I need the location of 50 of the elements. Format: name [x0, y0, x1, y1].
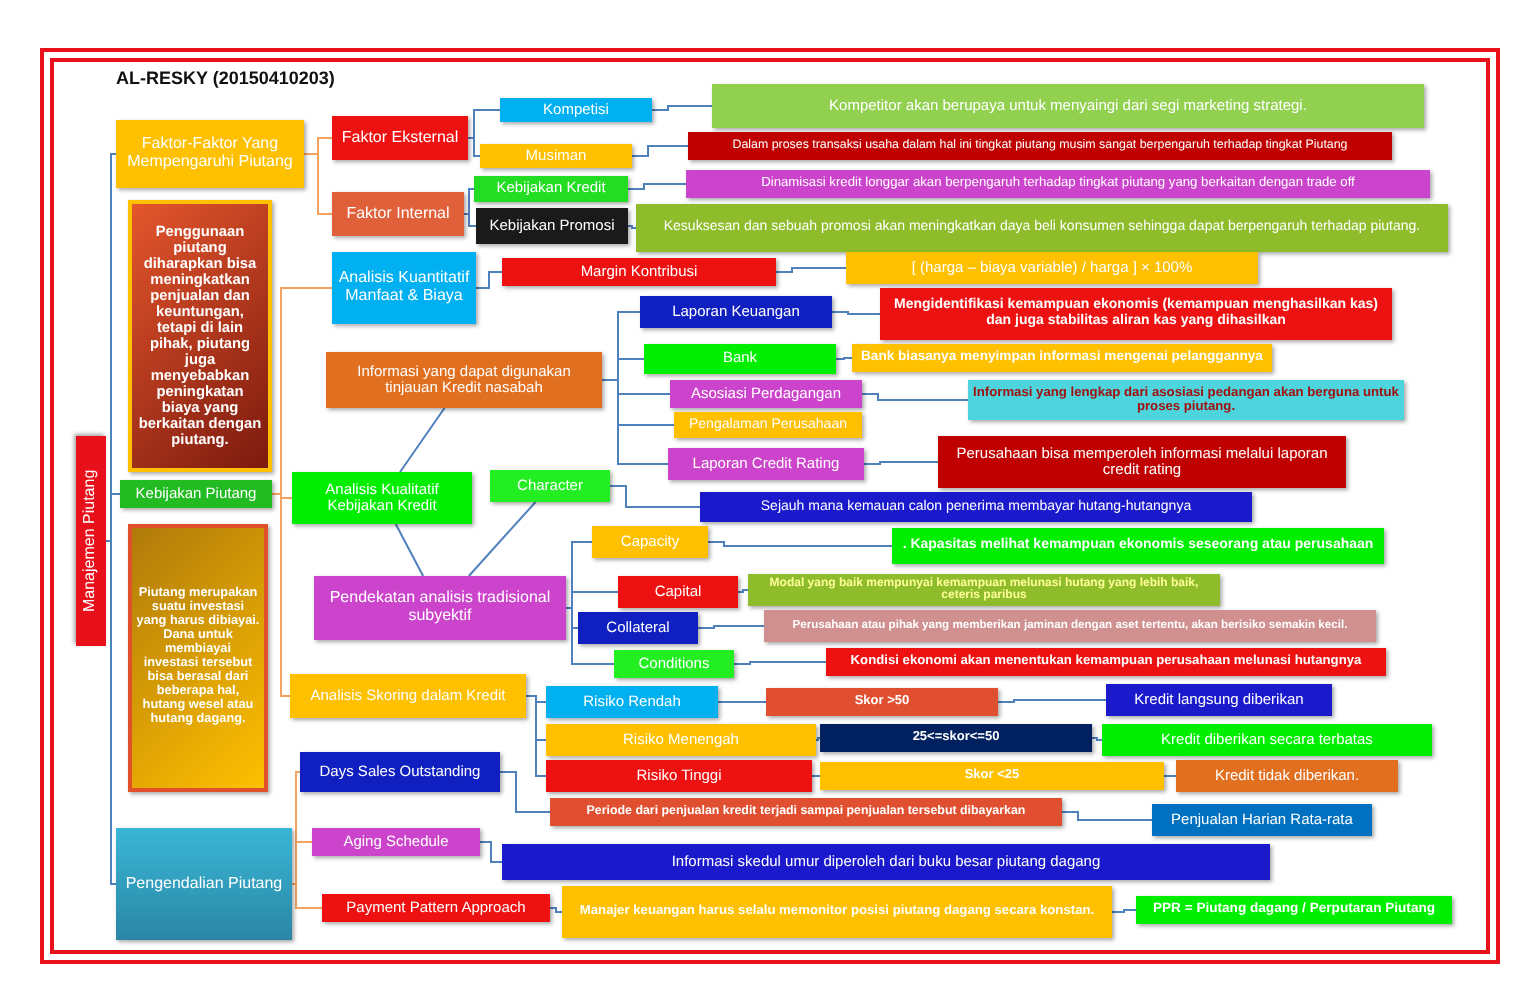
- connector-line: [463, 188, 475, 215]
- connector-line: [394, 523, 425, 577]
- connector-line: [737, 589, 749, 593]
- connector-line: [1061, 811, 1153, 821]
- connector-line: [631, 145, 689, 157]
- connector-line: [467, 501, 537, 577]
- topic-box: Faktor Eksternal: [332, 116, 468, 160]
- connector-line: [105, 540, 117, 885]
- connector-line: [831, 311, 881, 315]
- root-topic-box: Manajemen Piutang: [76, 436, 106, 646]
- connector-line: [271, 493, 291, 697]
- connector-line: [475, 271, 503, 289]
- connector-line: [399, 407, 446, 473]
- connector-line: [601, 379, 669, 465]
- connector-line: [733, 661, 827, 665]
- connector-line: [499, 771, 551, 813]
- connector-line: [565, 591, 619, 609]
- topic-box: Analisis Kuantitatif Manfaat & Biaya: [332, 252, 476, 324]
- connector-line: [861, 393, 969, 401]
- connector-line: [291, 841, 313, 885]
- connector-line: [549, 907, 563, 913]
- connector-line: [651, 105, 713, 111]
- connector-line: [1163, 775, 1177, 777]
- connector-line: [627, 225, 637, 229]
- topic-box: Pengendalian Piutang: [116, 828, 292, 940]
- connector-line: [717, 701, 767, 703]
- topic-box: Pendekatan analisis tradisional subyektif: [314, 576, 566, 640]
- connector-line: [609, 485, 701, 508]
- connector-line: [697, 625, 765, 629]
- connector-line: [1111, 909, 1137, 913]
- topic-box: Faktor-Faktor Yang Mempengaruhi Piutang: [116, 120, 304, 188]
- connector-line: [525, 695, 547, 777]
- connector-line: [835, 357, 853, 360]
- connector-line: [627, 183, 687, 190]
- connector-line: [863, 461, 939, 465]
- connector-line: [479, 841, 503, 863]
- connector-line: [565, 607, 615, 665]
- connector-line: [997, 699, 1107, 703]
- connector-line: [291, 883, 323, 909]
- connector-line: [303, 153, 333, 215]
- connector-line: [775, 267, 847, 273]
- connector-line: [707, 541, 893, 547]
- connector-line: [105, 493, 121, 542]
- topic-box: Faktor Internal: [332, 192, 464, 236]
- connector-line: [463, 213, 477, 227]
- connector-line: [467, 109, 501, 139]
- connector-line: [811, 775, 821, 777]
- connector-line: [467, 137, 481, 157]
- diagram-title: AL-RESKY (20150410203): [116, 68, 335, 88]
- connector-line: [1091, 737, 1103, 741]
